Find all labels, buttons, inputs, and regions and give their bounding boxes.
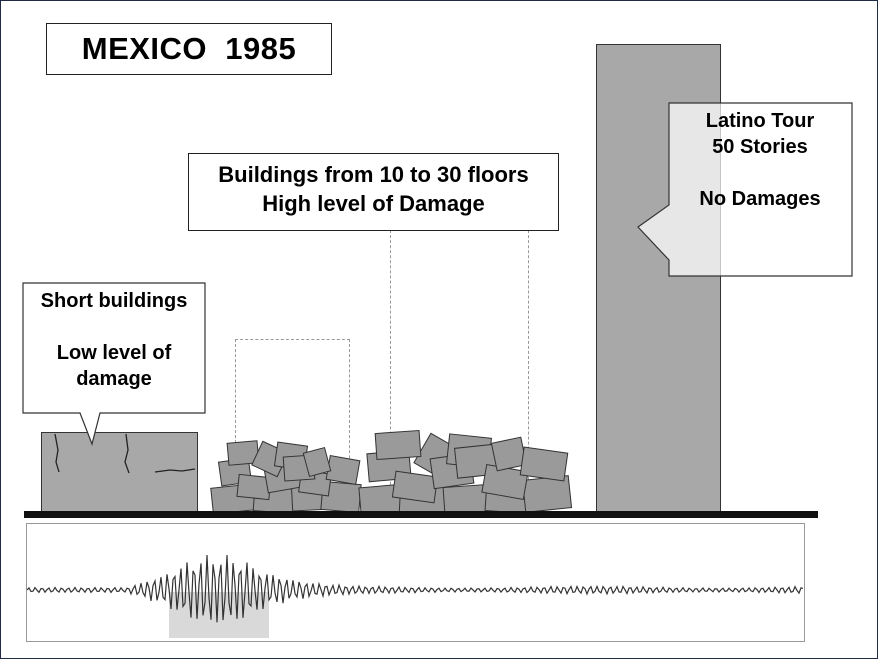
seismogram-waveform xyxy=(26,554,804,623)
latino-callout-line1: Latino Tour xyxy=(705,110,815,132)
short-callout-line1: Short buildings xyxy=(40,290,188,312)
ground-line xyxy=(24,511,818,518)
mid-rise-label-box: Buildings from 10 to 30 floors High leve… xyxy=(188,153,559,231)
short-building-callout-text: Short buildings Low level of damage xyxy=(24,288,204,392)
short-callout-line3: damage xyxy=(76,368,152,390)
title-box: MEXICO 1985 xyxy=(46,23,332,75)
latino-tower-callout xyxy=(637,102,853,277)
seismogram-panel xyxy=(26,523,805,642)
slide-title: MEXICO 1985 xyxy=(81,31,297,66)
short-building-callout xyxy=(22,282,206,446)
mid-rise-label-line1: Buildings from 10 to 30 floors xyxy=(218,162,529,187)
short-callout-line2: Low level of xyxy=(56,342,172,364)
mid-rise-label-line2: High level of Damage xyxy=(262,191,485,216)
seismogram-trace xyxy=(26,554,804,638)
latino-callout-line2: 50 Stories xyxy=(712,136,808,158)
latino-callout-line3: No Damages xyxy=(699,188,821,210)
latino-tower-callout-text: Latino Tour 50 Stories No Damages xyxy=(672,108,848,212)
short-building xyxy=(41,432,198,512)
seismogram-shading xyxy=(169,592,269,638)
